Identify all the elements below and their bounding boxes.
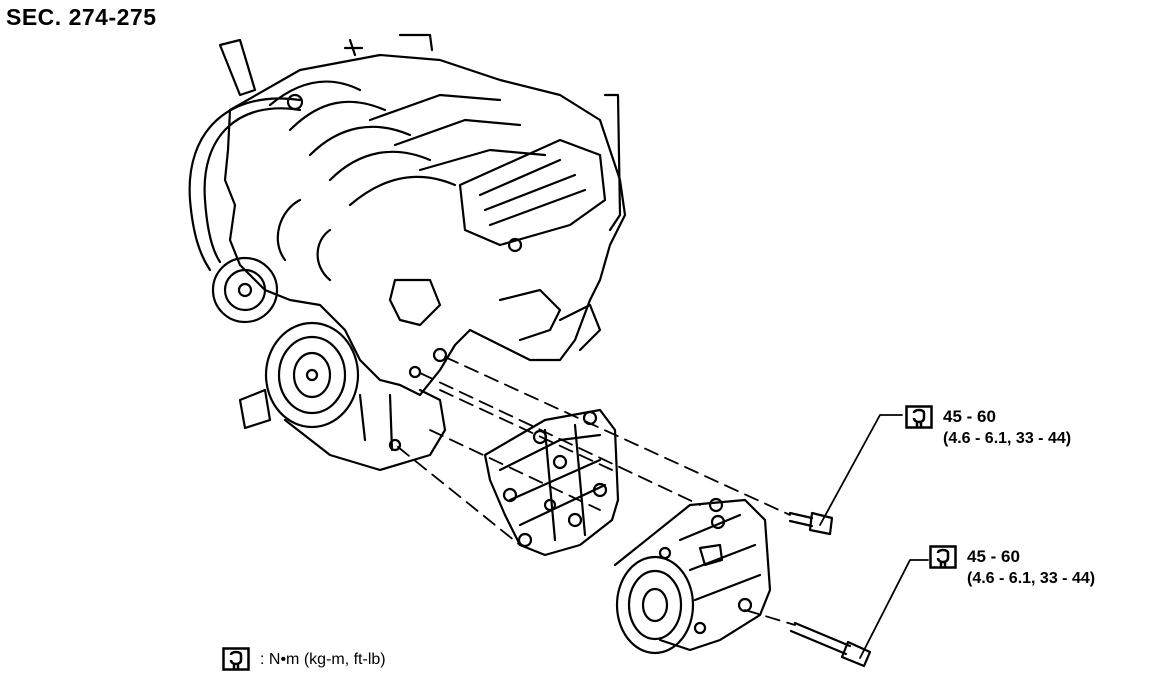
torque-wrench-icon bbox=[222, 647, 250, 671]
torque-wrench-icon bbox=[905, 405, 933, 429]
unit-legend: : N•m (kg-m, ft-lb) bbox=[222, 647, 482, 673]
torque-detail-lower: (4.6 - 6.1, 33 - 44) bbox=[967, 570, 1096, 587]
compressor-bracket bbox=[483, 408, 620, 557]
legend-text: : N•m (kg-m, ft-lb) bbox=[260, 651, 386, 668]
bolt-lower bbox=[789, 621, 872, 668]
oil-pan bbox=[283, 347, 448, 472]
torque-wrench-icon bbox=[929, 545, 957, 569]
leader-lines bbox=[819, 414, 929, 659]
torque-detail-upper: (4.6 - 6.1, 33 - 44) bbox=[943, 430, 1072, 447]
torque-value-lower: 45 - 60 bbox=[967, 547, 1020, 566]
torque-callout-upper: 45 - 60 (4.6 - 6.1, 33 - 44) bbox=[905, 405, 1135, 455]
crank-pulley bbox=[211, 256, 360, 430]
torque-callout-lower: 45 - 60 (4.6 - 6.1, 33 - 44) bbox=[929, 545, 1149, 595]
torque-value-upper: 45 - 60 bbox=[943, 407, 996, 426]
ac-compressor bbox=[613, 497, 772, 655]
section-label: SEC. 274-275 bbox=[6, 4, 157, 30]
engine-block bbox=[188, 33, 627, 397]
assembly-guide-lines bbox=[397, 356, 796, 626]
